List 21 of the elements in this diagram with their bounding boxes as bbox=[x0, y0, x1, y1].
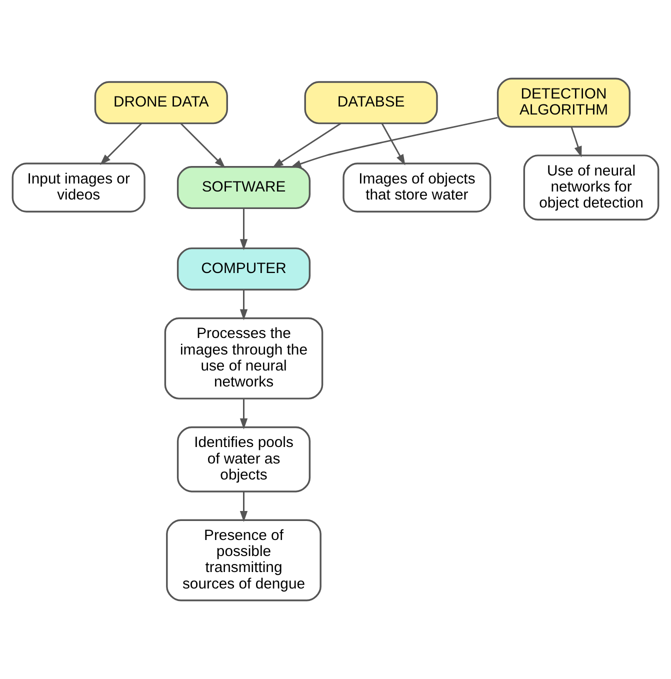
arrow bbox=[240, 290, 248, 320]
arrow bbox=[290, 116, 498, 168]
arrow bbox=[100, 122, 142, 166]
node-box: Presence of possible transmitting sources of dengue bbox=[166, 519, 322, 602]
node-box: Identifies pools of water as objects bbox=[176, 426, 311, 492]
node-box: Use of neural networks for object detection bbox=[523, 154, 660, 221]
node-box: COMPUTER bbox=[176, 247, 311, 290]
node-box: Processes the images through the use of neural networks bbox=[164, 317, 324, 400]
node-box: SOFTWARE bbox=[176, 166, 311, 210]
node-box: DATABSE bbox=[304, 81, 438, 124]
node-box: DETECTION ALGORITHM bbox=[496, 78, 631, 128]
arrow bbox=[272, 122, 342, 168]
arrow bbox=[240, 399, 248, 430]
arrow bbox=[381, 123, 406, 166]
arrow bbox=[240, 208, 248, 250]
arrow bbox=[180, 122, 226, 168]
arrow bbox=[240, 492, 248, 522]
node-box: DRONE DATA bbox=[94, 81, 228, 124]
arrow bbox=[570, 126, 582, 158]
node-box: Input images or videos bbox=[12, 162, 146, 212]
node-box: Images of objects that store water bbox=[342, 162, 492, 212]
